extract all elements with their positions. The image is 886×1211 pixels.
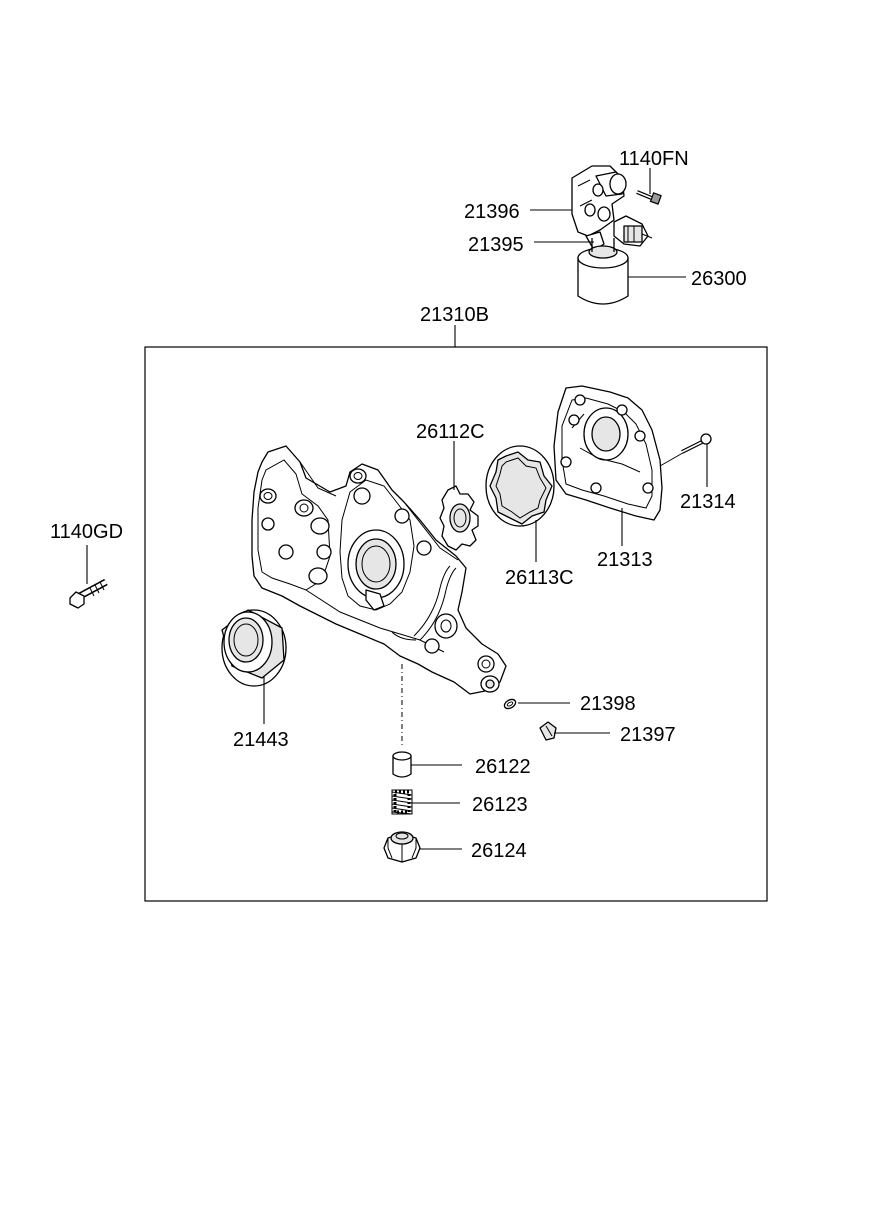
pump-cover-21313	[553, 385, 663, 521]
bolt-1140gd	[69, 578, 108, 609]
oil-pump-body	[251, 445, 507, 695]
relief-plunger-26122	[392, 751, 412, 778]
oil-filter-26300	[577, 238, 629, 305]
label-21443: 21443	[233, 729, 289, 751]
relief-spring-26123	[391, 789, 413, 815]
oil-pressure-fitting	[585, 215, 653, 251]
oil-filter-head-21396	[571, 165, 627, 237]
label-1140gd: 1140GD	[50, 521, 123, 543]
screw-21314	[659, 433, 712, 467]
label-21398: 21398	[580, 693, 636, 715]
label-21397: 21397	[620, 724, 676, 746]
front-oil-seal-21443	[221, 609, 287, 687]
label-26123: 26123	[472, 794, 528, 816]
label-1140fn: 1140FN	[619, 148, 689, 170]
assembly-frame	[144, 346, 768, 902]
label-26122: 26122	[475, 756, 531, 778]
label-21395: 21395	[468, 234, 524, 256]
plug-21397	[539, 721, 557, 741]
label-21313: 21313	[597, 549, 653, 571]
outer-rotor-26113c	[485, 445, 555, 527]
label-21314: 21314	[680, 491, 736, 513]
label-26113c: 26113C	[505, 567, 574, 589]
label-21310b: 21310B	[420, 304, 489, 326]
label-21396: 21396	[464, 201, 520, 223]
label-26124: 26124	[471, 840, 527, 862]
inner-rotor-26112c	[439, 485, 479, 551]
leader-lines	[86, 168, 708, 850]
label-26300: 26300	[691, 268, 747, 290]
bolt-1140fn	[636, 190, 662, 205]
relief-plug-26124	[383, 831, 421, 863]
o-ring-21398	[503, 698, 517, 710]
label-26112c: 26112C	[416, 421, 485, 443]
